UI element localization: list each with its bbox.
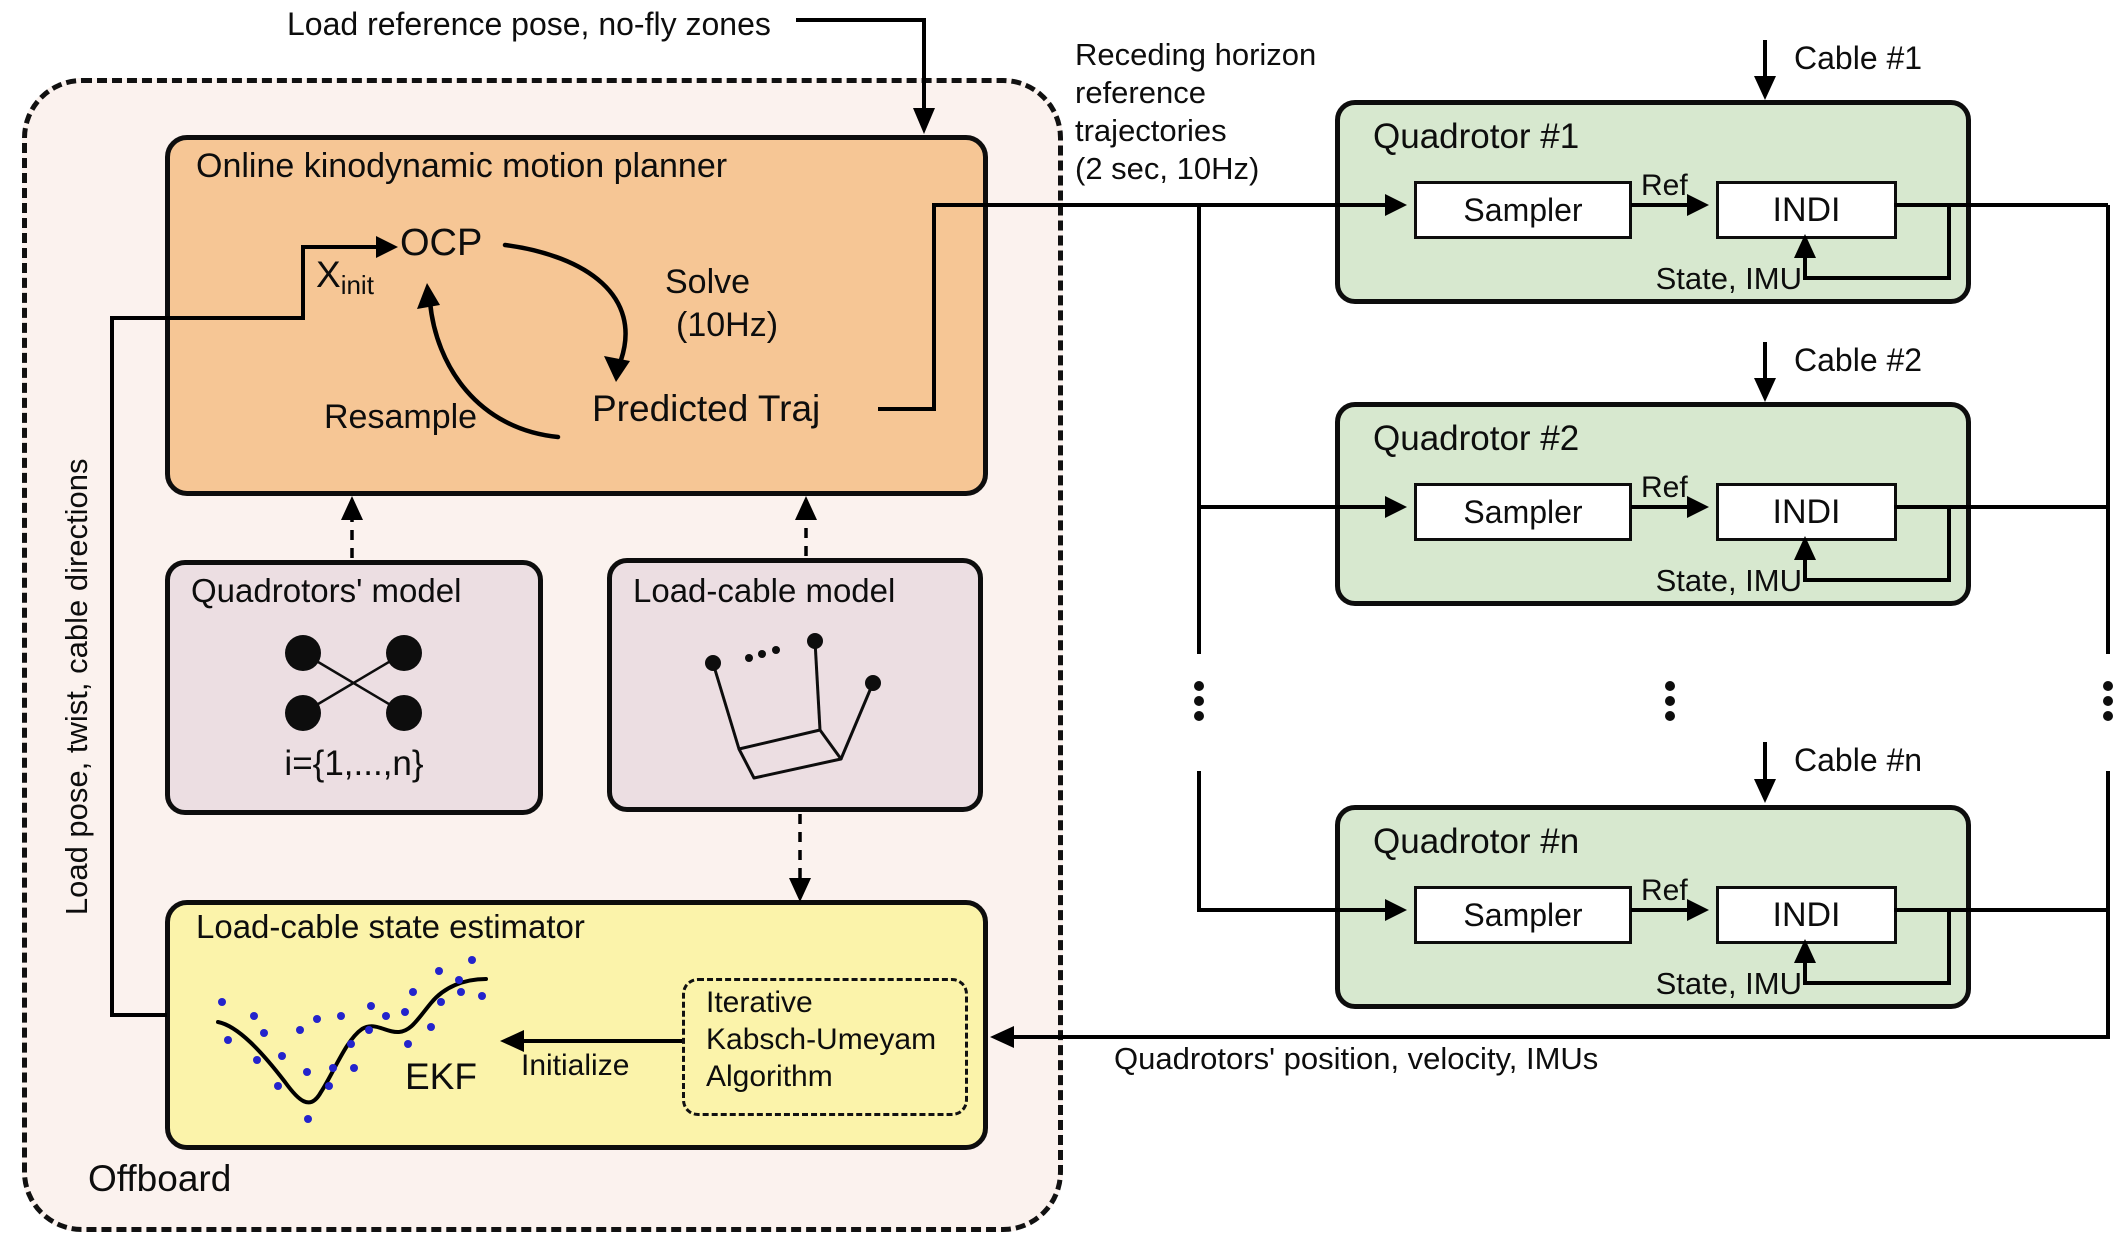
cable-2-label: Cable #2 <box>1794 342 1923 378</box>
predicted-traj-label: Predicted Traj <box>592 388 821 429</box>
quadrotor-n-state-label: State, IMU <box>1655 966 1802 1001</box>
sampler-label: Sampler <box>1463 896 1583 933</box>
offboard-label: Offboard <box>88 1158 232 1199</box>
planner-box <box>165 135 988 496</box>
sampler-label: Sampler <box>1463 493 1583 530</box>
kabsch-algorithm-box <box>682 978 968 1116</box>
sampler-label: Sampler <box>1463 191 1583 228</box>
arrowhead-down-icon <box>1754 76 1776 100</box>
solve-label: Solve <box>665 263 751 301</box>
initialize-label: Initialize <box>521 1049 630 1082</box>
ocp-label: OCP <box>400 222 483 264</box>
quadrotor-1-state-label: State, IMU <box>1655 261 1802 296</box>
quadrotor-1-ref-label: Ref <box>1641 169 1688 202</box>
vertical-ellipsis-icon <box>1194 681 2113 721</box>
quadrotor-2-title: Quadrotor #2 <box>1373 419 1580 458</box>
indi-label: INDI <box>1772 492 1841 531</box>
quadrotor-1-title: Quadrotor #1 <box>1373 117 1580 156</box>
quadrotor-2-state-label: State, IMU <box>1655 563 1802 598</box>
load-cable-model-title: Load-cable model <box>633 572 896 609</box>
quadrotor-n-indi-box: INDI <box>1716 886 1897 944</box>
quadrotor-n-box: Quadrotor #n Sampler INDI Ref State, IMU <box>1335 805 1971 1009</box>
cable-n-label: Cable #n <box>1794 742 1923 778</box>
estimator-title: Load-cable state estimator <box>196 908 585 945</box>
resample-label: Resample <box>324 398 478 436</box>
cable-1-label: Cable #1 <box>1794 40 1923 76</box>
quadrotor-2-indi-box: INDI <box>1716 483 1897 541</box>
load-reference-label: Load reference pose, no-fly zones <box>287 6 771 42</box>
quadrotor-1-box: Quadrotor #1 Sampler INDI Ref State, IMU <box>1335 100 1971 304</box>
load-pose-vertical-label: Load pose, twist, cable directions <box>59 458 95 916</box>
kabsch-algorithm-label: Iterative Kabsch-Umeyam Algorithm <box>706 986 937 1094</box>
indi-label: INDI <box>1772 895 1841 934</box>
quadrotor-2-box: Quadrotor #2 Sampler INDI Ref State, IMU <box>1335 402 1971 606</box>
quadrotor-2-sampler-box: Sampler <box>1414 483 1632 541</box>
quadrotor-n-title: Quadrotor #n <box>1373 822 1580 861</box>
indi-label: INDI <box>1772 190 1841 229</box>
quadrotors-model-title: Quadrotors' model <box>191 572 462 609</box>
quadrotor-1-sampler-box: Sampler <box>1414 181 1632 239</box>
arrowhead-down-icon <box>1754 779 1776 803</box>
quadrotor-2-ref-label: Ref <box>1641 471 1688 504</box>
quadrotor-n-sampler-box: Sampler <box>1414 886 1632 944</box>
quadrotor-1-indi-box: INDI <box>1716 181 1897 239</box>
arrowhead-down-icon <box>1754 378 1776 402</box>
planner-title: Online kinodynamic motion planner <box>196 147 728 185</box>
quadrotor-n-ref-label: Ref <box>1641 874 1688 907</box>
receding-horizon-label: Receding horizon reference trajectories … <box>1075 37 1317 186</box>
quadrotors-bus-label: Quadrotors' position, velocity, IMUs <box>1114 1041 1599 1076</box>
x-init-label: Xinit <box>316 254 374 300</box>
ekf-label: EKF <box>405 1056 477 1097</box>
solve-rate-label: (10Hz) <box>676 306 779 344</box>
load-cable-model-box <box>607 558 983 812</box>
index-set-label: i={1,...,n} <box>284 744 424 783</box>
